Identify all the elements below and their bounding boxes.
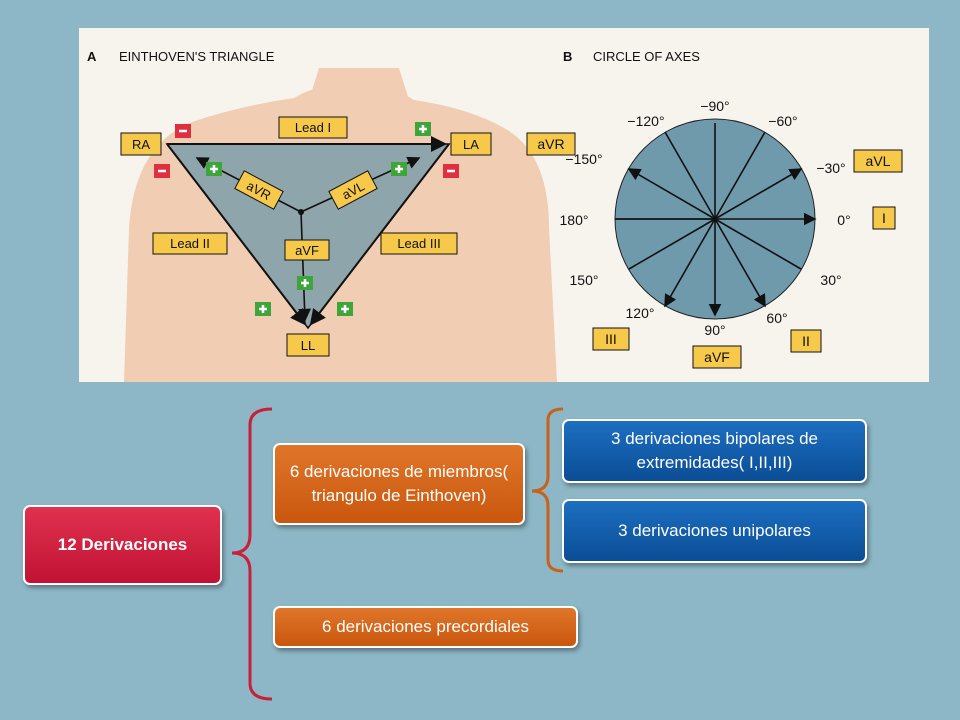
angle-180: 180°: [560, 212, 589, 228]
ra-box: RA: [120, 132, 162, 156]
angle-m60: −60°: [768, 113, 797, 129]
panel-a-title: EINTHOVEN'S TRIANGLE: [119, 49, 275, 64]
circle-iii-box: III: [592, 327, 630, 351]
la-box: LA: [450, 132, 492, 156]
circle-ii-box: II: [790, 329, 822, 353]
circle-avf-box: aVF: [692, 345, 742, 369]
angle-m90: −90°: [700, 98, 729, 114]
minus-signs: [158, 129, 455, 173]
lead2-box: Lead II: [152, 232, 228, 255]
circle-avr-label: aVR: [537, 136, 564, 152]
circle-avf-label: aVF: [704, 349, 730, 365]
triangle-center-dot: [298, 209, 304, 215]
angle-0: 0°: [837, 212, 850, 228]
ra-label: RA: [132, 137, 150, 152]
avf-arrow: [298, 211, 311, 322]
ecg-figure: A EINTHOVEN'S TRIANGLE B CIRCLE OF AXES …: [79, 28, 929, 382]
angle-m120: −120°: [627, 113, 664, 129]
node-derivaciones-precordiales: 6 derivaciones precordiales: [273, 606, 578, 648]
lead3-label: Lead III: [397, 236, 440, 251]
circle-i-box: I: [872, 206, 896, 230]
angle-labels: −90° −120° −60° −150° −30° 180° 0° 150° …: [560, 98, 851, 338]
lead3-box: Lead III: [380, 232, 458, 255]
angle-90: 90°: [704, 322, 725, 338]
avl-tag: aVL: [328, 170, 378, 210]
angle-m30: −30°: [816, 160, 845, 176]
angle-30: 30°: [820, 272, 841, 288]
miembros-brace: [531, 407, 564, 573]
neck-shape: [309, 68, 409, 100]
ecg-figure-svg: A EINTHOVEN'S TRIANGLE B CIRCLE OF AXES …: [87, 49, 903, 382]
circle-iii-label: III: [605, 331, 617, 347]
circle-avl-box: aVL: [853, 149, 903, 173]
ll-label: LL: [301, 338, 315, 353]
main-brace: [231, 407, 273, 701]
lead2-label: Lead II: [170, 236, 210, 251]
lead3-arrow: [309, 143, 450, 326]
angle-60: 60°: [766, 310, 787, 326]
circle-avl-label: aVL: [866, 153, 891, 169]
main-node-12-derivaciones: 12 Derivaciones: [23, 505, 222, 585]
node-derivaciones-miembros: 6 derivaciones de miembros( triangulo de…: [273, 443, 525, 525]
lead2-arrow: [166, 143, 307, 326]
panel-b-letter: B: [563, 49, 572, 64]
circle-avr-box: aVR: [526, 132, 576, 156]
avf-tag: aVF: [284, 239, 330, 261]
circle-i-label: I: [882, 210, 886, 226]
avf-label: aVF: [295, 243, 319, 258]
node-derivaciones-bipolares: 3 derivaciones bipolares de extremidades…: [562, 419, 867, 483]
node-derivaciones-unipolares: 3 derivaciones unipolares: [562, 499, 867, 563]
lead1-box: Lead I: [278, 116, 348, 139]
ll-box: LL: [286, 333, 330, 357]
panel-b-title: CIRCLE OF AXES: [593, 49, 700, 64]
angle-120: 120°: [626, 305, 655, 321]
angle-150: 150°: [570, 272, 599, 288]
la-label: LA: [463, 137, 479, 152]
axes-lines: [615, 123, 817, 317]
circle-ii-label: II: [802, 333, 810, 349]
lead1-label: Lead I: [295, 120, 331, 135]
panel-a-letter: A: [87, 49, 97, 64]
plus-signs: [210, 125, 427, 313]
